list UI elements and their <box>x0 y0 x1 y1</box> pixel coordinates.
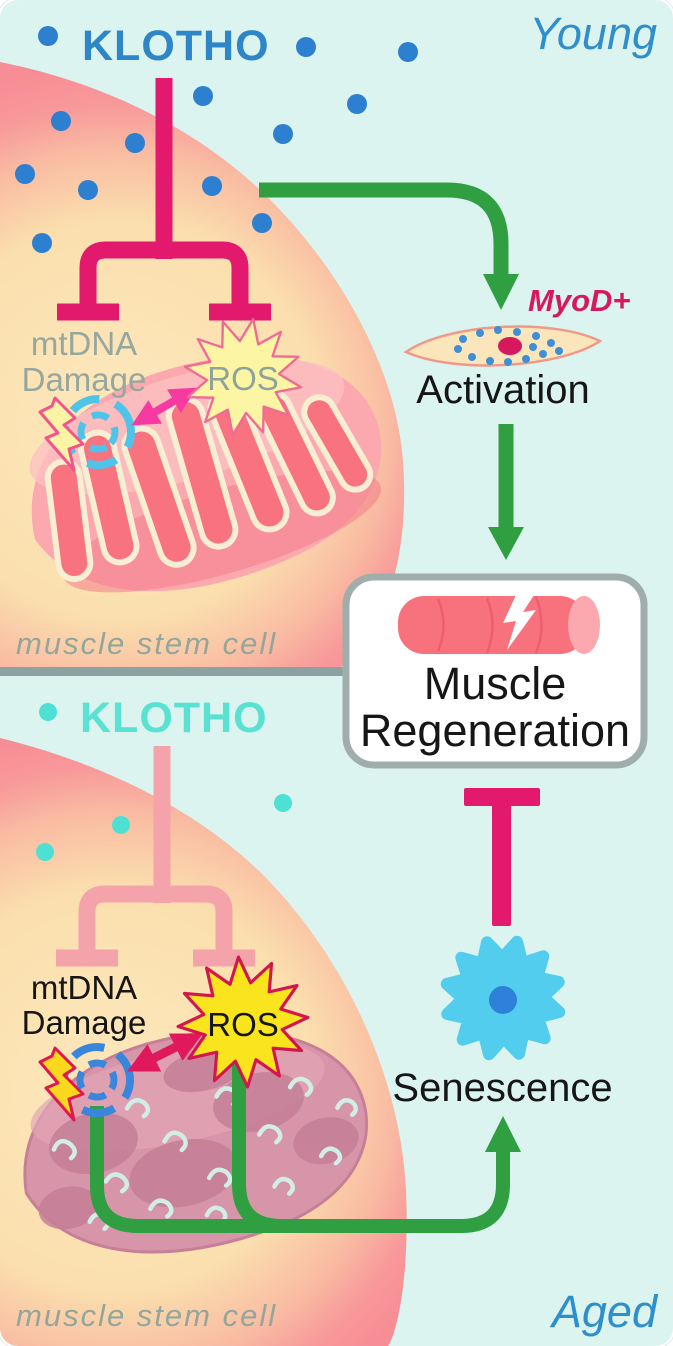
aged-klotho-label: KLOTHO <box>80 694 268 742</box>
outcome-line1: Muscle <box>423 658 567 709</box>
aged-arrowhead <box>485 1116 521 1152</box>
young-mtdna-damage-label: mtDNA Damage <box>20 326 148 398</box>
young-mtdna-line2: Damage <box>21 361 147 398</box>
young-klotho-label: KLOTHO <box>82 22 270 70</box>
aged-mtdna-damage-label: mtDNA Damage <box>14 970 154 1040</box>
aged-senescence-arrow-icon <box>90 1052 510 1233</box>
young-ros-burst-icon <box>183 317 303 437</box>
young-cell-caption: muscle stem cell <box>16 626 278 661</box>
aged-age-label: Aged <box>551 1286 657 1337</box>
aged-mtdna-line1: mtDNA <box>30 969 138 1006</box>
young-arrowhead <box>483 274 519 310</box>
young-ros-label: ROS <box>207 360 279 397</box>
young-age-label: Young <box>529 8 657 59</box>
muscle-regeneration-label: Muscle Regeneration <box>346 660 644 754</box>
myod-label: MyoD+ <box>528 283 631 318</box>
senescent-cell-icon <box>440 935 566 1061</box>
aged-klotho-dots <box>36 703 292 861</box>
senescence-label: Senescence <box>392 1066 613 1110</box>
myoblast-icon <box>403 325 603 367</box>
young-mtdna-line1: mtDNA <box>30 325 138 362</box>
outcome-line2: Regeneration <box>359 705 631 756</box>
aged-mtdna-line2: Damage <box>21 1004 147 1041</box>
senescence-inhibition-bar-icon <box>464 788 540 926</box>
panel-divider <box>0 667 349 676</box>
young-mitochondrion-icon <box>29 356 382 593</box>
activation-arrowhead <box>488 527 524 560</box>
young-klotho-dots <box>15 26 418 253</box>
aged-double-arrow-icon <box>127 1033 203 1072</box>
aged-ros-label: ROS <box>207 1006 279 1043</box>
young-lightning-bolt-icon <box>38 396 85 472</box>
aged-ros-burst-icon <box>176 955 310 1089</box>
activation-label: Activation <box>416 368 590 412</box>
aged-cell-caption: muscle stem cell <box>16 1298 278 1333</box>
aged-lightning-bolt-icon <box>38 1046 85 1122</box>
young-double-arrow-icon <box>131 387 198 426</box>
muscle-fiber-icon <box>398 595 600 654</box>
young-activation-arrow-icon <box>259 182 509 278</box>
aged-inhibition-fork-icon <box>56 746 255 967</box>
young-inhibition-fork-icon <box>57 78 271 321</box>
